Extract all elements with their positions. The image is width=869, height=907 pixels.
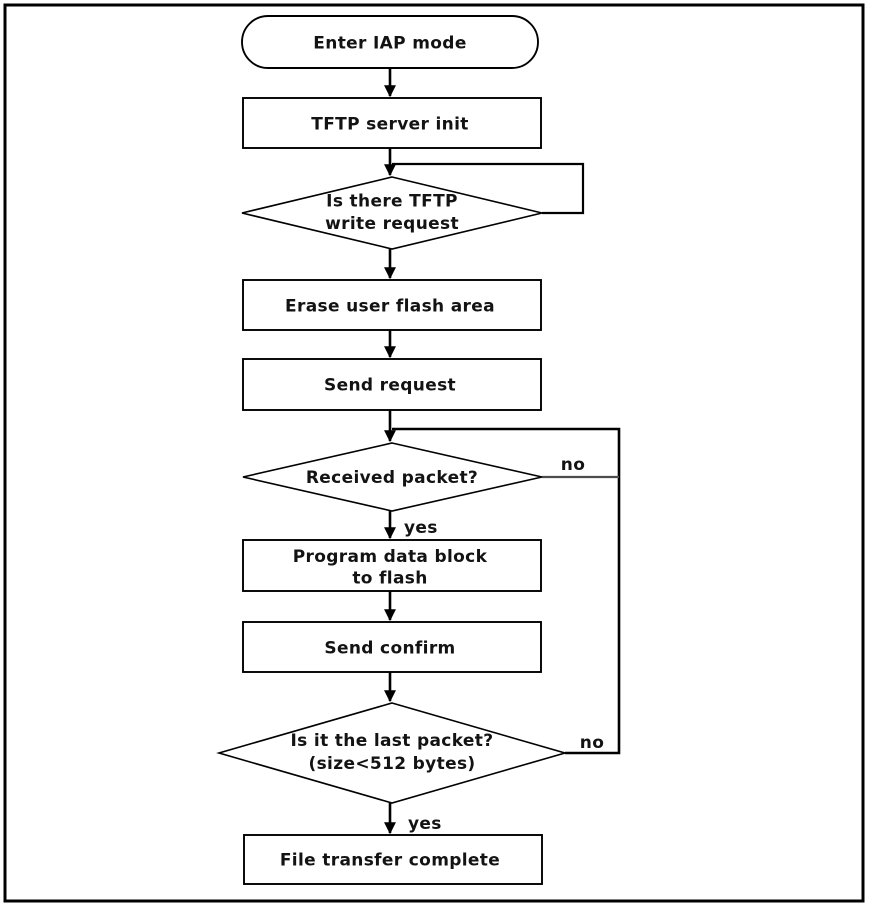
edge-label-last-packet-yes: yes [408, 814, 442, 834]
node-send-request-label: Send request [324, 376, 456, 396]
connector-last-packet-no-loop [392, 427, 621, 755]
node-file-transfer-complete [243, 834, 543, 885]
edge-label-received-packet-yes: yes [404, 518, 438, 538]
node-send-confirm [242, 621, 542, 673]
node-send-request [242, 358, 542, 411]
node-received-packet-label: Received packet? [306, 468, 478, 488]
node-tftp-write-request-decision [241, 176, 543, 250]
edge-label-received-packet-no: no [561, 455, 585, 475]
node-program-data-block-label-line2: to flash [352, 569, 427, 589]
edge-label-last-packet-no: no [580, 733, 604, 753]
node-program-data-block-label-line1: Program data block [293, 547, 488, 567]
node-start-label: Enter IAP mode [313, 34, 466, 54]
connector-write-request-loop [392, 162, 585, 215]
node-last-packet-decision [216, 702, 568, 804]
node-received-packet-decision [242, 442, 543, 512]
node-start-terminator [241, 15, 539, 69]
node-send-confirm-label: Send confirm [324, 639, 455, 659]
node-program-data-block [242, 539, 542, 592]
node-tftp-server-init [242, 97, 542, 149]
node-erase-user-flash [242, 279, 542, 331]
page-border [3, 3, 865, 903]
node-tftp-write-request-label-line1: Is there TFTP [326, 192, 458, 212]
node-erase-user-flash-label: Erase user flash area [285, 297, 495, 317]
node-file-transfer-complete-label: File transfer complete [280, 851, 500, 871]
node-tftp-write-request-label-line2: write request [325, 214, 459, 234]
node-last-packet-label-line1: Is it the last packet? [291, 731, 494, 751]
node-tftp-server-init-label: TFTP server init [311, 115, 468, 135]
node-last-packet-label-line2: (size<512 bytes) [308, 754, 475, 774]
